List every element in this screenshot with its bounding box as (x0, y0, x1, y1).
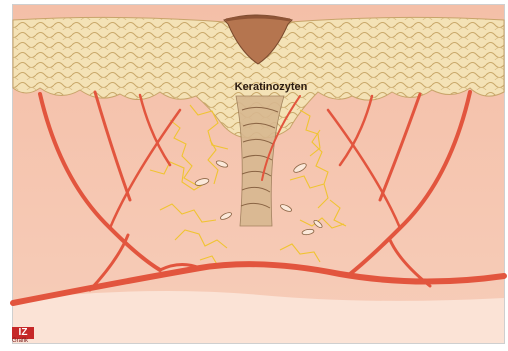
keratinocytes-label: Keratinozyten (235, 81, 308, 93)
logo-subtitle: Grafik (12, 338, 28, 344)
publisher-logo: IZ Grafik (12, 327, 38, 345)
